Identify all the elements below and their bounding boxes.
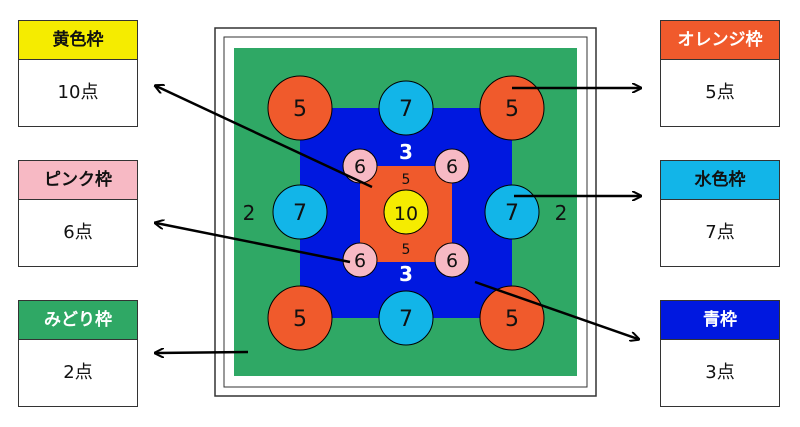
arrow-pink	[156, 223, 351, 264]
legend-pink-value: 6点	[63, 222, 93, 243]
corner-value: 5	[505, 307, 519, 332]
corner-circles: 5 5 5 5	[267, 75, 545, 351]
pointer-arrows	[156, 86, 640, 353]
arrow-blue	[474, 280, 638, 339]
corner-value: 5	[293, 307, 307, 332]
pink-value: 6	[354, 250, 366, 272]
cyan-value: 7	[399, 97, 413, 122]
legend-blue-title: 青枠	[661, 301, 779, 340]
arrow-green	[156, 352, 249, 353]
cyan-circles: 7 7 7 7	[272, 80, 540, 346]
cyan-value: 7	[505, 201, 519, 226]
corner-value: 5	[505, 97, 519, 122]
pink-value: 6	[354, 156, 366, 178]
legend-cyan-title: 水色枠	[661, 161, 779, 200]
legend-cyan-value: 7点	[705, 222, 735, 243]
legend-orange: オレンジ枠 5点	[660, 20, 780, 127]
legend-blue-value: 3点	[705, 362, 735, 383]
legend-green: みどり枠 2点	[18, 300, 138, 407]
pink-value: 6	[446, 250, 458, 272]
legend-yellow-value: 10点	[57, 82, 99, 103]
orange-label-top: 5	[402, 172, 411, 188]
legend-yellow: 黄色枠 10点	[18, 20, 138, 127]
arrow-yellow	[156, 86, 373, 189]
legend-yellow-title: 黄色枠	[19, 21, 137, 60]
legend-pink: ピンク枠 6点	[18, 160, 138, 267]
legend-cyan: 水色枠 7点	[660, 160, 780, 267]
corner-value: 5	[293, 97, 307, 122]
legend-blue: 青枠 3点	[660, 300, 780, 407]
blue-label-bottom: 3	[399, 262, 413, 286]
center-value: 10	[394, 203, 418, 225]
pink-value: 6	[446, 156, 458, 178]
legend-green-title: みどり枠	[19, 301, 137, 340]
legend-orange-value: 5点	[705, 82, 735, 103]
orange-label-bottom: 5	[402, 242, 411, 258]
legend-pink-title: ピンク枠	[19, 161, 137, 200]
legend-green-value: 2点	[63, 362, 93, 383]
legend-orange-title: オレンジ枠	[661, 21, 779, 60]
cyan-value: 7	[293, 201, 307, 226]
cyan-value: 7	[399, 307, 413, 332]
green-label-right: 2	[555, 201, 568, 225]
center-circle	[383, 189, 429, 235]
blue-label-top: 3	[399, 140, 413, 164]
green-label-left: 2	[243, 201, 256, 225]
pink-circles: 6 6 6 6	[342, 148, 470, 278]
